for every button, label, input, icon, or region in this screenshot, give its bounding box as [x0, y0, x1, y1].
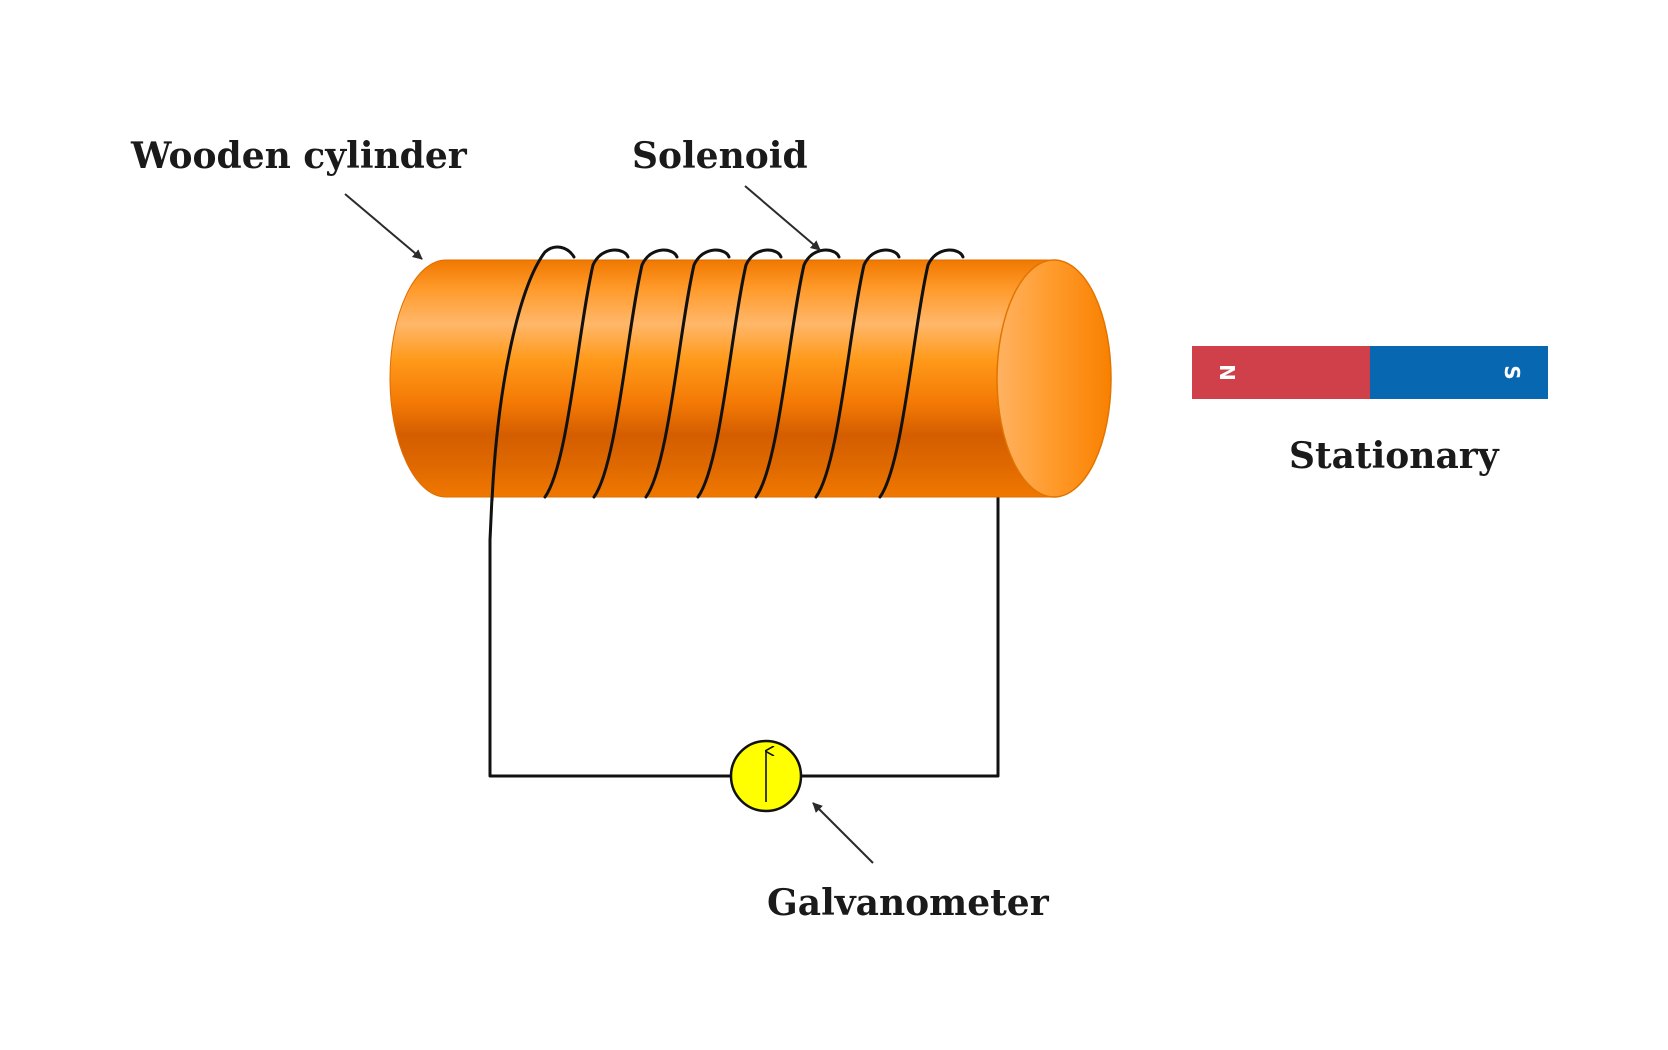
cylinder-end-face — [996, 259, 1112, 498]
solenoid-leader-arrow — [744, 185, 821, 251]
cylinder-leader-arrow — [344, 193, 423, 260]
coil-turn — [543, 248, 630, 499]
galvanometer-leader-arrow — [812, 802, 874, 864]
right-wire — [800, 493, 1000, 778]
coil-turn — [878, 248, 965, 499]
south-pole-label: S — [1500, 365, 1524, 379]
coil-turn — [644, 248, 731, 499]
magnet-south-pole — [1370, 346, 1548, 399]
coil-lead-left — [490, 245, 576, 502]
coil-turn — [696, 248, 783, 499]
magnet-state-label: Stationary — [1289, 435, 1500, 477]
bar-magnet: N S — [1192, 346, 1548, 399]
wooden-cylinder — [389, 259, 1112, 498]
circuit-wires — [488, 493, 1000, 778]
north-pole-label: N — [1215, 364, 1239, 381]
coil-turn — [592, 248, 679, 499]
magnet-north-pole — [1192, 346, 1370, 399]
leader-arrows — [344, 185, 874, 864]
left-wire — [488, 495, 732, 778]
coil-turn — [754, 248, 841, 499]
galvanometer — [729, 739, 803, 813]
cylinder-body — [389, 259, 1055, 498]
solenoid-label: Solenoid — [632, 135, 808, 177]
coil-turn — [814, 248, 901, 499]
galvanometer-label: Galvanometer — [767, 882, 1050, 924]
wooden-cylinder-label: Wooden cylinder — [130, 135, 468, 177]
solenoid-coil — [490, 245, 965, 502]
